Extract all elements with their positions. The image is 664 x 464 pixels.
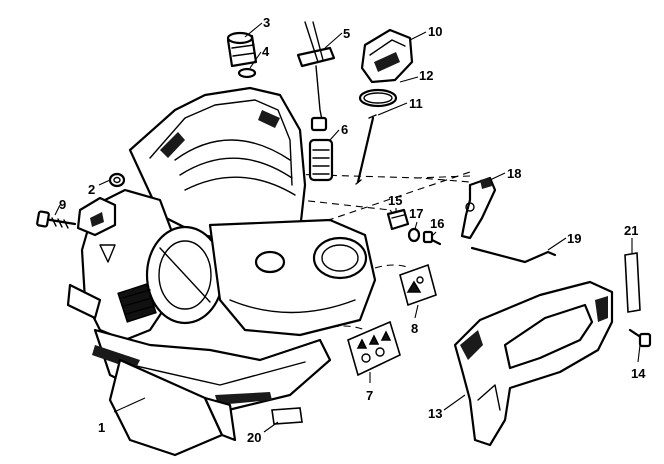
label-strip-part: [624, 252, 641, 313]
callout-4: 4: [262, 44, 270, 59]
washer-part: [237, 67, 257, 79]
callout-10: 10: [428, 24, 442, 39]
choke-sticker-part: [399, 263, 437, 307]
intake-grille: [117, 283, 157, 323]
callout-14: 14: [631, 366, 646, 381]
callout-12: 12: [419, 68, 433, 83]
callout-5: 5: [343, 26, 350, 41]
callout-1: 1: [98, 420, 105, 435]
main-housing-part: [66, 86, 377, 457]
warning-sticker-part: [347, 320, 401, 377]
callout-20: 20: [247, 430, 261, 445]
bushing-part: [386, 208, 410, 231]
handle-part: [453, 280, 614, 447]
fuel-pickup-part: [296, 21, 336, 132]
throttle-rod-part: [470, 246, 557, 264]
callout-8: 8: [411, 321, 418, 336]
callout-17: 17: [409, 206, 423, 221]
callout-15: 15: [388, 193, 402, 208]
callout-9: 9: [59, 197, 66, 212]
rod-part: [355, 114, 377, 185]
callout-3: 3: [263, 15, 270, 30]
nut-part: [108, 172, 126, 188]
callout-13: 13: [428, 406, 442, 421]
screw-14-part: [628, 328, 652, 348]
callout-6: 6: [341, 122, 348, 137]
leader-lines: [54, 22, 641, 433]
callout-2: 2: [88, 182, 95, 197]
throttle-trigger-part: [460, 176, 497, 240]
callout-19: 19: [567, 231, 581, 246]
callout-labels: 1 2 3 4 5 6 7 8 9 10 11 12 13 14 15 16 1…: [59, 15, 646, 445]
callout-11: 11: [409, 96, 423, 111]
o-ring-part: [358, 88, 398, 108]
fuel-filter-part: [308, 138, 334, 182]
screw-9-part: [36, 210, 77, 229]
washer-17-part: [407, 227, 421, 243]
callout-16: 16: [430, 216, 444, 231]
primer-bulb-part: [226, 31, 258, 68]
callout-21: 21: [624, 223, 638, 238]
callout-7: 7: [366, 388, 373, 403]
small-label-part: [271, 407, 303, 425]
screw-16-part: [422, 230, 442, 246]
callout-18: 18: [507, 166, 521, 181]
fuel-cap-part: [360, 28, 414, 84]
